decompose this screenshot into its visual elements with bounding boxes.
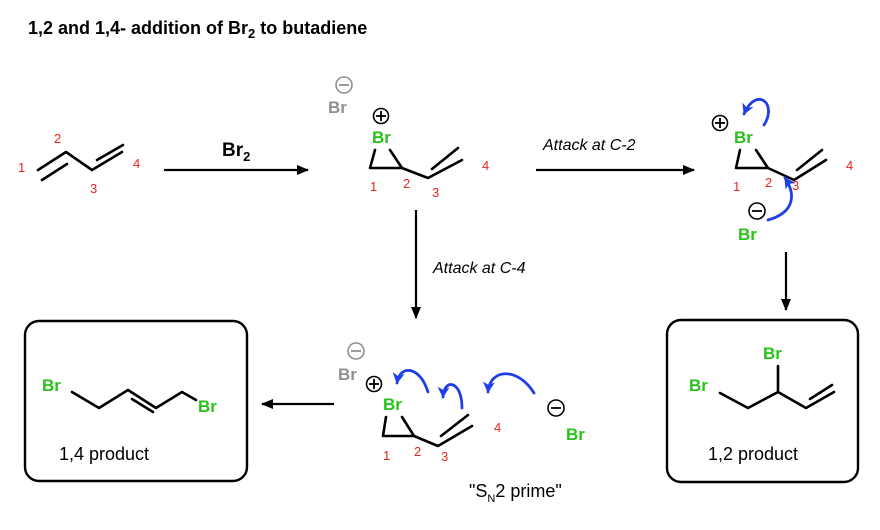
product-12-label: 1,2 product	[708, 444, 798, 464]
curved-electron-arrow-icon	[766, 176, 796, 222]
sn2-prime-note: "SN2 prime"	[469, 481, 562, 505]
carbon-number-2: 2	[765, 175, 772, 190]
carbon-number-1: 1	[18, 160, 25, 175]
butadiene-molecule: 1 2 3 4	[18, 131, 140, 196]
attack-c4-label: Attack at C-4	[432, 260, 526, 277]
bromide-nucleophile: Br	[566, 425, 585, 444]
attack-c2-arrow: Attack at C-2	[536, 137, 695, 175]
bromine-label: Br	[689, 376, 708, 395]
bromide-counterion: Br	[338, 365, 357, 384]
carbon-number-3: 3	[441, 449, 448, 464]
carbon-number-2: 2	[54, 131, 61, 146]
minus-charge-icon	[748, 202, 766, 220]
carbon-number-4: 4	[133, 156, 140, 171]
c2-attack-intermediate: Br 1 2 3 4 Br	[711, 98, 853, 244]
bromide-counterion: Br	[328, 98, 347, 117]
carbon-number-3: 3	[792, 178, 799, 193]
bromonium-bromine: Br	[383, 395, 402, 414]
bromonium-bromine: Br	[372, 128, 391, 147]
minus-charge-icon	[547, 399, 565, 417]
carbon-number-4: 4	[482, 158, 489, 173]
curved-electron-arrow-icon	[437, 383, 464, 410]
product-14-label: 1,4 product	[59, 444, 149, 464]
curved-electron-arrow-icon	[392, 368, 430, 394]
carbon-number-1: 1	[370, 179, 377, 194]
plus-charge-icon	[711, 114, 729, 132]
minus-charge-icon	[347, 342, 365, 360]
curved-electron-arrow-icon	[482, 372, 536, 395]
carbon-number-2: 2	[414, 444, 421, 459]
page-title: 1,2 and 1,4- addition of Br2 to butadien…	[28, 18, 367, 41]
carbon-number-2: 2	[403, 176, 410, 191]
reagent-label: Br2	[222, 140, 250, 164]
product-12-box: Br Br 1,2 product	[665, 318, 860, 484]
carbon-number-4: 4	[846, 158, 853, 173]
bromide-nucleophile: Br	[738, 225, 757, 244]
bromine-reagent-arrow: Br2	[164, 140, 309, 175]
carbon-number-4: 4	[494, 420, 501, 435]
carbon-number-3: 3	[90, 181, 97, 196]
carbon-number-3: 3	[432, 185, 439, 200]
bromine-label: Br	[763, 344, 782, 363]
bromine-label: Br	[198, 397, 217, 416]
minus-charge-icon	[335, 76, 353, 94]
bromonium-bromine: Br	[734, 128, 753, 147]
bromine-label: Br	[42, 376, 61, 395]
plus-charge-icon	[365, 375, 383, 393]
plus-charge-icon	[372, 107, 390, 125]
carbon-number-1: 1	[383, 448, 390, 463]
c4-attack-intermediate: Br Br 1 2 3 4 Br "SN2 prime"	[338, 342, 585, 505]
attack-c2-label: Attack at C-2	[542, 137, 636, 154]
attack-c4-arrow: Attack at C-4	[411, 210, 526, 319]
bromonium-ion: Br Br 1 2 3 4	[328, 76, 489, 200]
carbon-number-1: 1	[733, 179, 740, 194]
product-14-box: Br Br 1,4 product	[23, 319, 249, 483]
curved-electron-arrow-icon	[742, 98, 770, 127]
